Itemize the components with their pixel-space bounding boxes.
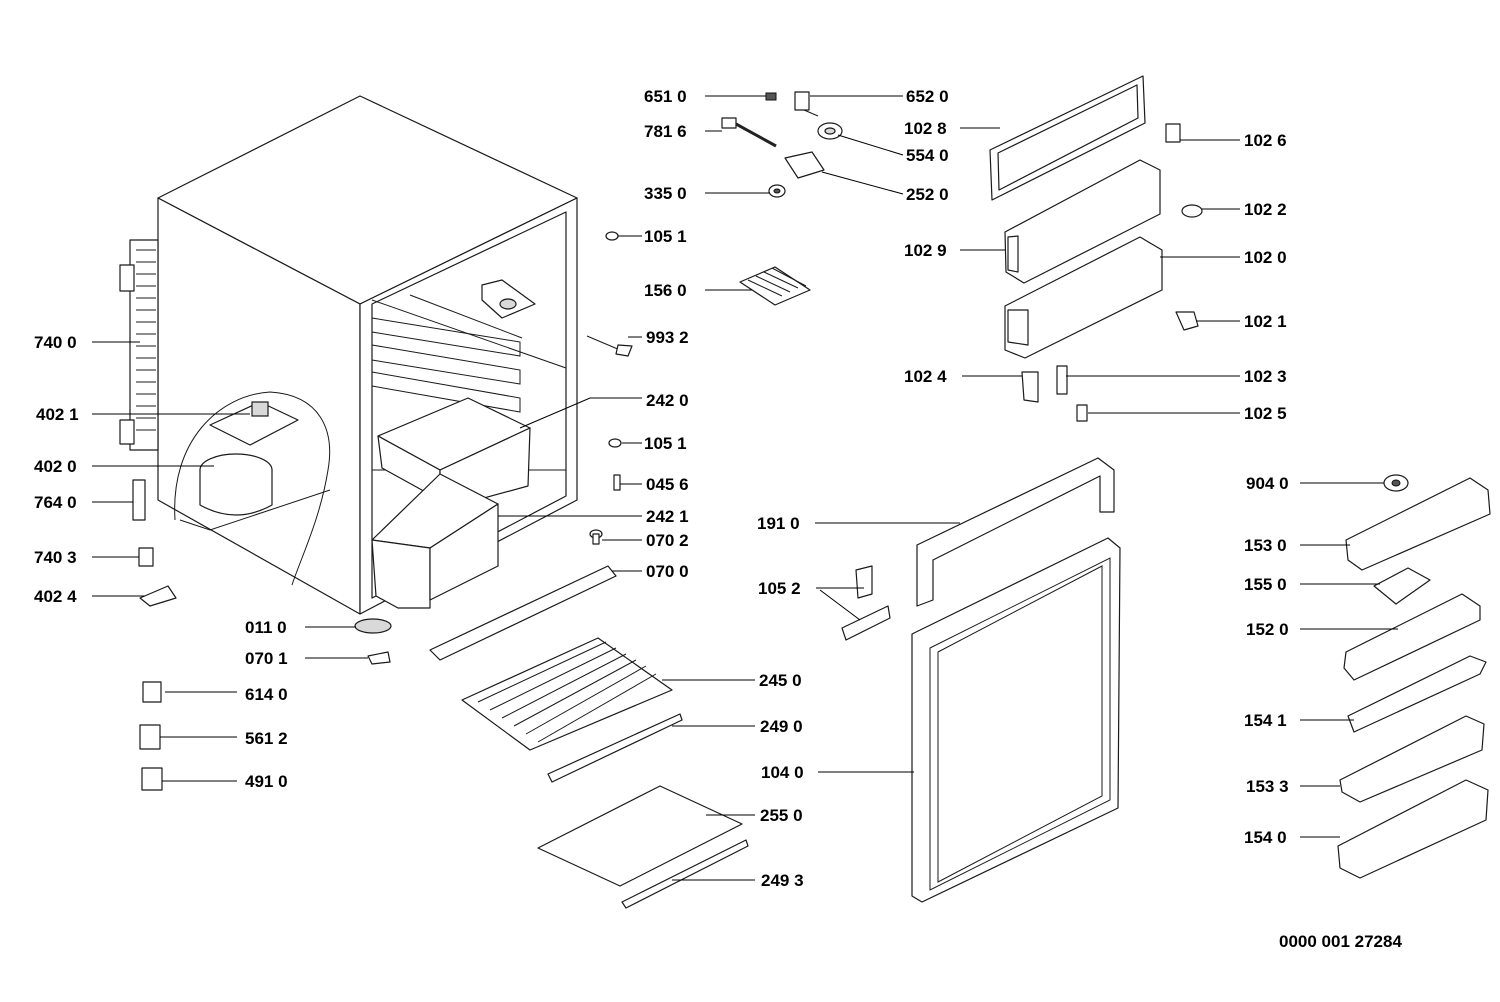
part-label: 245 0 bbox=[759, 671, 802, 690]
freezer-door-parts bbox=[989, 75, 1203, 422]
part-label: 491 0 bbox=[245, 772, 288, 791]
part-label: 993 2 bbox=[646, 328, 689, 347]
part-label: 102 5 bbox=[1244, 404, 1287, 423]
part-label: 102 0 bbox=[1244, 248, 1287, 267]
part-label: 102 1 bbox=[1244, 312, 1287, 331]
part-label: 740 3 bbox=[34, 548, 77, 567]
part-label: 402 4 bbox=[34, 587, 77, 606]
part-label: 561 2 bbox=[245, 729, 288, 748]
part-label: 070 1 bbox=[245, 649, 288, 668]
part-label: 402 0 bbox=[34, 457, 77, 476]
part-label: 011 0 bbox=[245, 618, 287, 637]
part-label: 651 0 bbox=[644, 87, 687, 106]
part-label: 102 8 bbox=[904, 119, 947, 138]
part-label: 191 0 bbox=[757, 514, 800, 533]
drawing-number: 0000 001 27284 bbox=[1279, 932, 1402, 951]
part-label: 070 2 bbox=[646, 531, 689, 550]
part-label: 156 0 bbox=[644, 281, 687, 300]
part-label: 153 0 bbox=[1244, 536, 1287, 555]
fridge-cabinet bbox=[119, 95, 578, 615]
main-door bbox=[841, 457, 1121, 903]
part-label: 102 6 bbox=[1244, 131, 1287, 150]
part-label: 102 9 bbox=[904, 241, 947, 260]
part-label: 764 0 bbox=[34, 493, 77, 512]
door-shelves bbox=[1337, 474, 1491, 879]
part-label: 102 2 bbox=[1244, 200, 1287, 219]
part-label: 105 2 bbox=[758, 579, 801, 598]
part-label: 614 0 bbox=[245, 685, 288, 704]
part-label: 102 4 bbox=[904, 367, 947, 386]
part-label: 249 0 bbox=[760, 717, 803, 736]
part-label: 045 6 bbox=[646, 475, 689, 494]
part-label: 155 0 bbox=[1244, 575, 1287, 594]
part-label: 105 1 bbox=[644, 434, 687, 453]
part-label: 104 0 bbox=[761, 763, 804, 782]
part-label: 249 3 bbox=[761, 871, 804, 890]
part-label: 242 1 bbox=[646, 507, 689, 526]
thermostat-parts bbox=[586, 91, 843, 545]
part-label: 154 0 bbox=[1244, 828, 1287, 847]
part-label: 070 0 bbox=[646, 562, 689, 581]
electrical-parts bbox=[132, 479, 177, 791]
part-label: 252 0 bbox=[906, 185, 949, 204]
part-label: 904 0 bbox=[1246, 474, 1289, 493]
part-label: 152 0 bbox=[1246, 620, 1289, 639]
shelves bbox=[354, 565, 749, 909]
part-label: 255 0 bbox=[760, 806, 803, 825]
part-label: 740 0 bbox=[34, 333, 77, 352]
part-label: 335 0 bbox=[644, 184, 687, 203]
part-label: 402 1 bbox=[36, 405, 79, 424]
part-label: 154 1 bbox=[1244, 711, 1287, 730]
part-label: 781 6 bbox=[644, 122, 687, 141]
part-label: 554 0 bbox=[906, 146, 949, 165]
part-labels: 651 0 652 0 781 6 102 8 554 0 102 6 335 … bbox=[34, 87, 1289, 890]
leader-lines bbox=[92, 95, 1398, 881]
part-label: 105 1 bbox=[644, 227, 687, 246]
part-label: 652 0 bbox=[906, 87, 949, 106]
part-label: 102 3 bbox=[1244, 367, 1287, 386]
part-label: 242 0 bbox=[646, 391, 689, 410]
part-label: 153 3 bbox=[1246, 777, 1289, 796]
